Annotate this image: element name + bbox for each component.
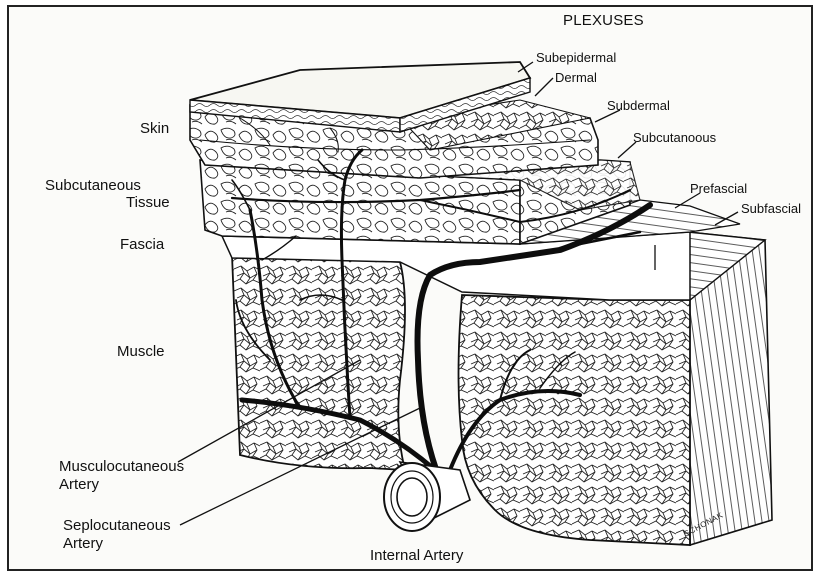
subcutaneous-tissue-label-line1: Subcutaneous [45, 177, 141, 194]
subepidermal-label: Subepidermal [536, 50, 616, 65]
septocutaneous-artery-label-line1: Seplocutaneous [63, 517, 171, 534]
fascia-label: Fascia [120, 236, 164, 253]
dermal-label: Dermal [555, 70, 597, 85]
prefascial-label: Prefascial [690, 181, 747, 196]
subdermal-label: Subdermal [607, 98, 670, 113]
musculocutaneous-artery-label-line2: Artery [59, 476, 99, 493]
septocutaneous-artery-label-line2: Artery [63, 535, 103, 552]
plexuses-title: PLEXUSES [563, 12, 644, 29]
muscle-block-left [232, 255, 405, 470]
internal-artery-label: Internal Artery [370, 547, 463, 564]
subcutaneous-plexus-label: Subcutanoous [633, 130, 716, 145]
muscle-label: Muscle [117, 343, 165, 360]
internal-artery [384, 462, 470, 531]
musculocutaneous-artery-label-line1: Musculocutaneous [59, 458, 184, 475]
muscle-block-right-face [459, 295, 691, 545]
subfascial-label: Subfascial [741, 201, 801, 216]
subcutaneous-tissue-label-line2: Tissue [126, 194, 170, 211]
skin-label: Skin [140, 120, 169, 137]
